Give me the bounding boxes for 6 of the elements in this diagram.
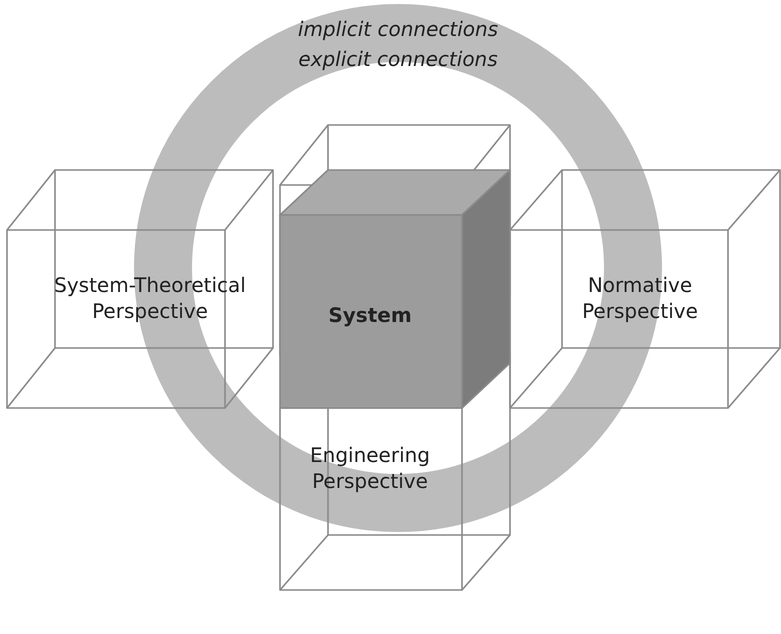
cube-label: System: [327, 302, 413, 328]
cube-label: System-Theoretical Perspective: [53, 272, 247, 324]
ring-label: implicit connections: [296, 16, 500, 42]
ring-label: explicit connections: [297, 46, 499, 72]
cube-label: Normative Perspective: [581, 272, 699, 324]
cube-label: Engineering Perspective: [309, 442, 431, 494]
